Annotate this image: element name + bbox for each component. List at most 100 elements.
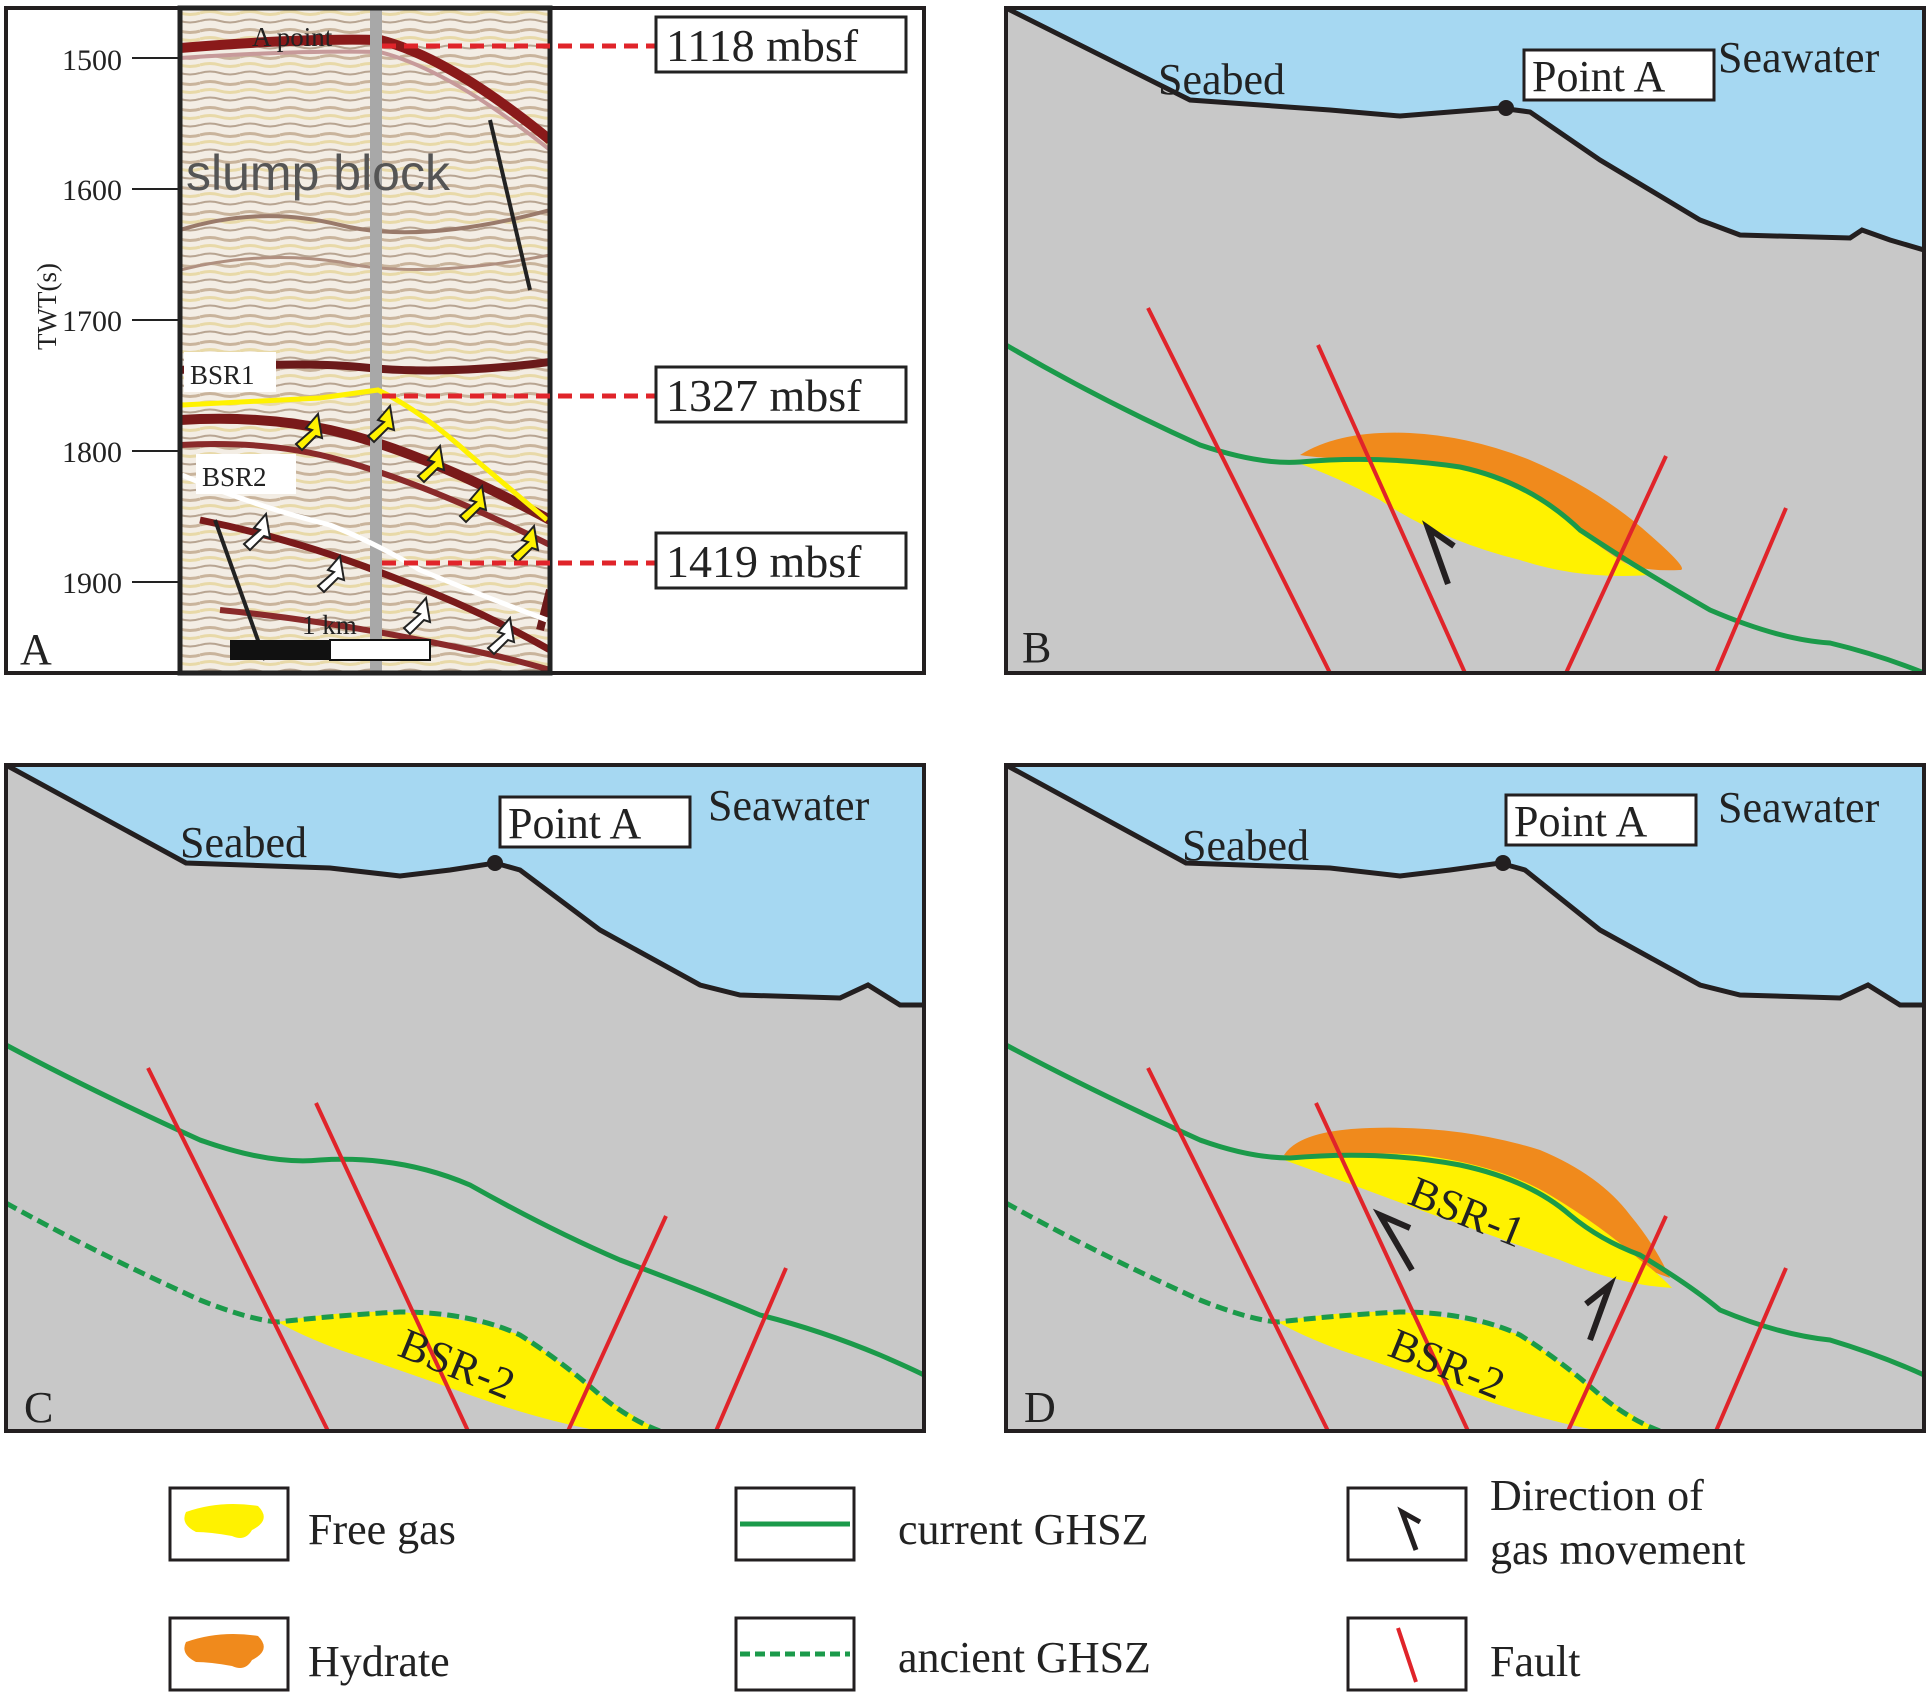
- depth-box: [654, 15, 908, 74]
- depth-label-1419: 1419 mbsf: [666, 536, 862, 587]
- up-arrow-icon: [402, 595, 432, 636]
- point-a-label: Point A: [1514, 797, 1647, 846]
- point-a-box: [1504, 793, 1698, 847]
- sediment: [1006, 8, 1924, 673]
- point-a-marker: [1498, 100, 1514, 116]
- sediment: [1006, 765, 1924, 1431]
- panel-c: Point A Seabed Seawater BSR-2 C: [4, 763, 926, 1433]
- seismic-frame: [177, 5, 553, 676]
- fault-line: [566, 1215, 668, 1431]
- legend-label-fault: Fault: [1490, 1637, 1580, 1686]
- up-arrow-icon: [416, 443, 446, 484]
- free-gas-zone: [1278, 1311, 1660, 1431]
- legend-label-current-ghsz: current GHSZ: [898, 1505, 1149, 1554]
- fault-line: [1316, 344, 1467, 673]
- a-point-label: A point: [252, 22, 333, 52]
- up-arrow-icon: [316, 553, 346, 594]
- sediment: [6, 765, 924, 1431]
- legend-label-ancient-ghsz: ancient GHSZ: [898, 1633, 1151, 1682]
- seabed-line: [1006, 8, 1924, 253]
- current-ghsz-line: [6, 1042, 924, 1378]
- bsr2-arrows: [242, 511, 516, 656]
- up-arrow-icon: [510, 523, 540, 564]
- panel-b: Point A Seabed Seawater B: [1004, 6, 1926, 675]
- gas-direction-arrow-icon: [1397, 1506, 1422, 1551]
- seawater-label: Seawater: [1718, 33, 1880, 82]
- up-arrow-icon: [242, 511, 272, 552]
- fault-line: [1314, 1102, 1470, 1431]
- depth-markers: 1118 mbsf 1327 mbsf 1419 mbsf: [382, 15, 908, 590]
- ancient-ghsz-line: [1006, 1200, 1661, 1431]
- legend-label-direction-line2: gas movement: [1490, 1525, 1745, 1574]
- seabed-line: [1006, 765, 1924, 1008]
- free-gas-icon: [184, 1504, 264, 1538]
- point-a-box: [1522, 48, 1716, 102]
- tick-label: 1500: [62, 44, 122, 77]
- seawater-label: Seawater: [708, 781, 870, 830]
- seabed-line: [6, 765, 924, 1008]
- depth-label-1118: 1118 mbsf: [666, 20, 859, 71]
- scale-bar-black: [230, 640, 330, 660]
- depth-box: [654, 365, 908, 424]
- panel-letter-b: B: [1022, 623, 1051, 672]
- point-a-label: Point A: [1532, 52, 1665, 101]
- fault-line: [1146, 307, 1332, 673]
- hydrate-icon: [184, 1634, 264, 1668]
- fault-line: [314, 1102, 470, 1431]
- fault-line: [1714, 1267, 1788, 1431]
- gas-direction-arrow-icon: [1584, 1276, 1617, 1342]
- current-ghsz-line: [1006, 342, 1924, 673]
- faults: [1146, 307, 1788, 673]
- scale-bar-label: 1 km: [302, 610, 357, 640]
- bsr2-label: BSR2: [202, 462, 267, 492]
- bsr1-line: [181, 387, 549, 522]
- faults: [146, 1067, 788, 1431]
- bsr1-label-box: [184, 352, 276, 392]
- depth-label-1327: 1327 mbsf: [666, 370, 862, 421]
- up-arrow-icon: [458, 483, 488, 524]
- seawater-label: Seawater: [1718, 783, 1880, 832]
- seabed-label: Seabed: [1182, 821, 1309, 870]
- point-a-box: [498, 795, 692, 849]
- panel-b-frame: [1004, 6, 1926, 675]
- legend-label-hydrate: Hydrate: [308, 1637, 450, 1686]
- bsr2-line: [180, 472, 548, 623]
- up-arrow-icon: [366, 403, 396, 444]
- fault-line: [146, 1067, 330, 1431]
- tick-label: 1900: [62, 567, 122, 600]
- fault-line: [714, 1267, 788, 1431]
- panel-d-frame: [1004, 763, 1926, 1433]
- seismic-section: [180, 8, 550, 673]
- gas-direction-arrow-icon: [1422, 520, 1456, 586]
- free-gas-zone: [278, 1311, 660, 1431]
- bsr1-arrows: [294, 403, 540, 564]
- slump-block-label: slump block: [186, 145, 451, 201]
- legend: Free gas Hydrate current GHSZ ancient GH…: [168, 1471, 1745, 1692]
- point-a-marker: [487, 855, 503, 871]
- legend-label-free-gas: Free gas: [308, 1505, 456, 1554]
- axis-label: TWT(s): [32, 263, 62, 350]
- seabed-label: Seabed: [180, 818, 307, 867]
- scale-bar-white: [329, 639, 431, 661]
- bsr2-label-box: [196, 454, 296, 494]
- panel-letter-a: A: [20, 625, 52, 674]
- tick-label: 1700: [62, 305, 122, 338]
- current-ghsz-line: [1006, 1042, 1924, 1378]
- gas-direction-arrow-icon: [1372, 1208, 1415, 1272]
- panel-d: Point A Seabed Seawater BSR-1 BSR-2 D: [1004, 763, 1926, 1433]
- panel-letter-d: D: [1024, 1383, 1056, 1432]
- fault-line: [1564, 455, 1668, 673]
- fault-line: [1566, 1215, 1668, 1431]
- depth-box: [654, 531, 908, 590]
- panel-a: slump block A point BSR1 BSR2 1 km: [4, 5, 926, 676]
- legend-label-direction-line1: Direction of: [1490, 1471, 1704, 1520]
- hydrate-zone: [1284, 1127, 1670, 1278]
- point-a-label: Point A: [508, 799, 641, 848]
- seabed-label: Seabed: [1158, 55, 1285, 104]
- tick-label: 1600: [62, 174, 122, 207]
- fault-line: [1714, 507, 1788, 673]
- free-gas-zone: [1284, 1153, 1672, 1288]
- up-arrow-icon: [486, 615, 516, 656]
- fault-icon: [1396, 1627, 1418, 1683]
